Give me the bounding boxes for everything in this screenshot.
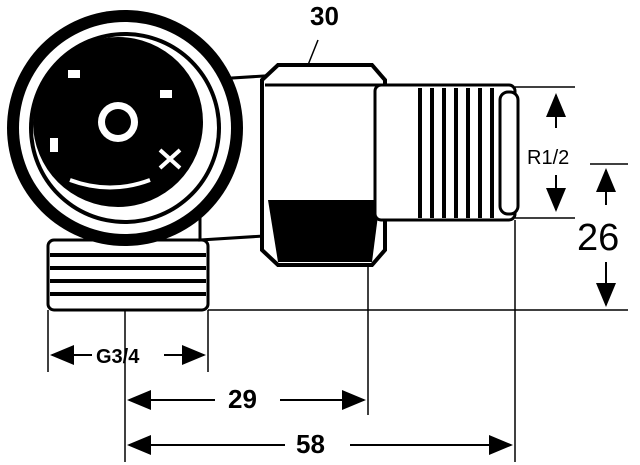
dimension-arrows: [50, 93, 616, 455]
outlet-thread: [373, 83, 520, 222]
handwheel: [7, 10, 243, 246]
dim-thread-outlet: R1/2: [527, 147, 569, 169]
dim-inlet-to-nut: 29: [228, 384, 257, 414]
dim-hex-width: 30: [310, 1, 339, 31]
hex-nut: [260, 63, 387, 267]
extension-lines: [47, 39, 628, 462]
dim-outlet-height: 26: [577, 217, 619, 259]
inlet-thread: [46, 238, 210, 312]
dim-inlet-to-outlet-end: 58: [296, 429, 325, 459]
dim-thread-inlet: G3/4: [96, 346, 140, 368]
